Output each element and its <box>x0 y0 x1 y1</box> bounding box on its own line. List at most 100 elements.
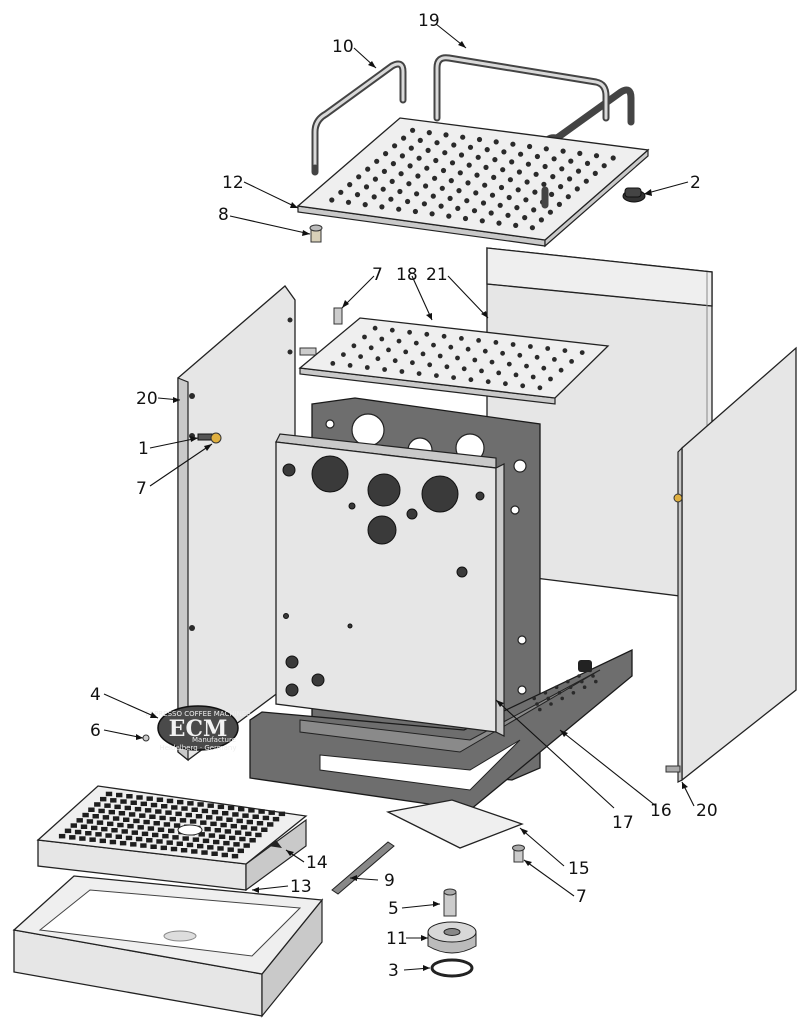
grill-cells-cell <box>156 839 163 844</box>
grill-cells-cell <box>108 809 115 815</box>
grill-cells-cell <box>216 816 223 821</box>
top-holes-cell <box>448 178 454 184</box>
callout-16: 16 <box>650 801 672 821</box>
mid-holes-cell <box>479 368 484 374</box>
top-holes-cell <box>509 159 515 165</box>
grill-cells-cell <box>176 841 183 846</box>
mid-holes-cell <box>569 359 574 364</box>
grill-cells-cell <box>150 802 158 808</box>
top-holes-cell <box>533 171 539 177</box>
top-holes-cell <box>547 209 554 215</box>
callout-17: 17 <box>612 813 634 833</box>
mid-holes-cell <box>541 365 547 371</box>
top-holes-cell <box>410 127 416 133</box>
mid-holes-cell <box>496 370 502 376</box>
callout-4: 4 <box>90 685 101 705</box>
grill-cells-cell <box>64 828 72 834</box>
top-holes-cell <box>374 158 380 164</box>
mid-holes-cell <box>448 344 454 350</box>
top-holes-cell <box>574 186 580 192</box>
base-holes-cell <box>591 674 595 678</box>
top-holes-cell <box>438 203 444 209</box>
grill-cells-cell <box>127 823 134 829</box>
grill-cells-cell <box>163 822 171 827</box>
top-holes-cell <box>610 155 616 161</box>
grill-cells-cell <box>98 808 105 814</box>
grill-cells-cell <box>246 819 253 825</box>
callout-labels: 19 10 2 12 8 7 18 21 20 1 7 4 6 17 16 20… <box>90 11 718 981</box>
top-holes-cell <box>565 194 571 200</box>
top-holes-cell <box>397 188 403 195</box>
top-holes-cell <box>446 213 452 219</box>
mid-holes-cell <box>362 334 367 340</box>
part-17-front-inner-panel <box>275 433 505 737</box>
top-holes-cell <box>532 189 538 195</box>
part-7-screw-top <box>299 307 343 356</box>
top-holes-cell <box>442 150 448 156</box>
grill-cells-cell <box>152 832 159 838</box>
grill-cells-cell <box>278 811 286 817</box>
top-holes-cell <box>474 172 480 178</box>
part-12-top-cover <box>296 117 650 248</box>
grill-cells-cell <box>204 826 211 832</box>
grill-cells-cell <box>207 803 214 808</box>
mid-holes-cell <box>528 344 533 349</box>
mid-holes-cell <box>503 381 508 387</box>
mid-holes-cell <box>364 365 370 370</box>
part-21-back-panel <box>486 247 713 601</box>
top-holes-cell <box>575 168 582 174</box>
top-holes-cell <box>584 160 591 166</box>
mid-holes-cell <box>420 351 426 357</box>
base-holes-cell <box>568 685 573 689</box>
grill-cells-cell <box>214 828 221 833</box>
grill-cells-cell <box>88 807 95 812</box>
grill-cells-cell <box>80 824 88 829</box>
base-holes-cell <box>566 679 570 684</box>
top-holes-cell <box>529 225 536 231</box>
top-holes-cell <box>372 176 378 182</box>
top-holes-cell <box>525 161 532 167</box>
part-11-foot <box>427 921 477 954</box>
grill-cells-cell <box>207 845 214 850</box>
grill-cells-cell <box>117 822 124 828</box>
grill-cells-cell <box>195 814 203 819</box>
part-18-inner-shelf <box>298 317 610 405</box>
grill-cells-cell <box>192 837 200 842</box>
callout-7-left: 7 <box>136 479 147 499</box>
mid-holes-cell <box>545 346 551 351</box>
grill-cells-cell <box>104 803 111 808</box>
grill-cells-cell <box>173 823 181 828</box>
top-holes-cell <box>365 166 371 172</box>
grill-cells-cell <box>125 835 133 841</box>
base-holes-cell <box>538 707 542 712</box>
mid-holes-cell <box>524 363 529 369</box>
grill-cells-cell <box>197 843 204 849</box>
grill-cells-cell <box>189 819 197 824</box>
grill-cells-cell <box>143 819 150 825</box>
mid-holes-cell <box>520 383 526 389</box>
base-holes-cell <box>554 685 559 689</box>
mid-holes-cell <box>396 338 402 344</box>
grill-cells-cell <box>76 818 83 823</box>
base-holes-cell <box>594 679 598 684</box>
grill-cells-cell <box>185 812 192 818</box>
mid-holes-cell <box>489 359 495 365</box>
mid-holes-cell <box>413 340 419 346</box>
grill-cells-cell <box>95 832 102 837</box>
top-holes-cell <box>426 130 432 136</box>
mid-holes-cell <box>461 366 467 372</box>
top-holes-cell <box>480 200 487 206</box>
grill-cells-cell <box>239 836 246 842</box>
top-holes-cell <box>534 153 541 160</box>
grill-cells-cell <box>121 829 128 834</box>
mid-holes-cell <box>506 361 512 367</box>
drip-grill-cells <box>58 791 286 859</box>
mid-holes-cell <box>513 372 519 378</box>
grill-cells-cell <box>211 809 219 815</box>
mid-holes-cell <box>579 350 585 355</box>
part-14-drip-grill <box>36 785 308 892</box>
top-holes-cell <box>522 215 528 221</box>
badge-logo-text: ECM <box>169 716 228 742</box>
badge-bottom-text: Heidelberg · Germany <box>159 744 236 752</box>
grill-cells-cell <box>69 835 76 840</box>
